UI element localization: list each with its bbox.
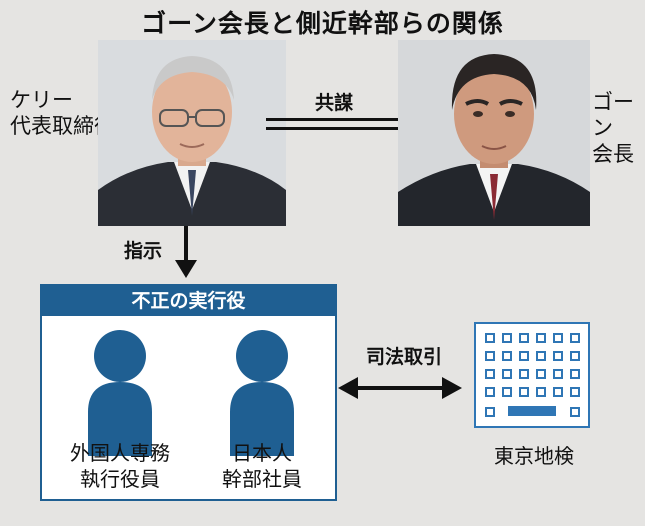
plea-bargain-arrow xyxy=(338,376,462,400)
kelly-name: ケリー xyxy=(10,88,73,112)
kelly-label: ケリー 代表取締役 xyxy=(10,87,115,139)
ghosn-title: 会長 xyxy=(592,142,634,166)
person-icon xyxy=(226,328,298,456)
diagram-title: ゴーン会長と側近幹部らの関係 xyxy=(141,9,504,38)
executors-box: 不正の実行役 外国人専務 執行役員 日本人 幹部社員 xyxy=(40,284,337,501)
plea-bargain-label: 司法取引 xyxy=(365,346,442,368)
ghosn-name: ゴーン xyxy=(592,90,634,140)
foreign-executive-label: 外国人専務 執行役員 xyxy=(50,440,190,492)
building-icon xyxy=(474,322,590,428)
foreign-executive-line2: 執行役員 xyxy=(80,467,160,491)
conspiracy-line-bottom xyxy=(266,127,424,130)
kelly-portrait xyxy=(98,40,286,226)
japanese-employee-line1: 日本人 xyxy=(232,441,292,465)
conspiracy-line-top xyxy=(266,118,424,121)
foreign-executive-line1: 外国人専務 xyxy=(70,441,170,465)
kelly-title: 代表取締役 xyxy=(10,114,115,138)
prosecutor-label: 東京地検 xyxy=(494,444,574,468)
ghosn-label: ゴーン 会長 xyxy=(592,89,645,167)
executors-header: 不正の実行役 xyxy=(42,286,335,316)
instruction-label: 指示 xyxy=(124,240,163,262)
japanese-employee-label: 日本人 幹部社員 xyxy=(196,440,328,492)
ghosn-portrait xyxy=(398,40,590,226)
japanese-employee-line2: 幹部社員 xyxy=(222,467,302,491)
person-icon xyxy=(84,328,156,456)
conspiracy-label: 共謀 xyxy=(314,92,353,114)
instruction-arrow xyxy=(174,226,198,280)
